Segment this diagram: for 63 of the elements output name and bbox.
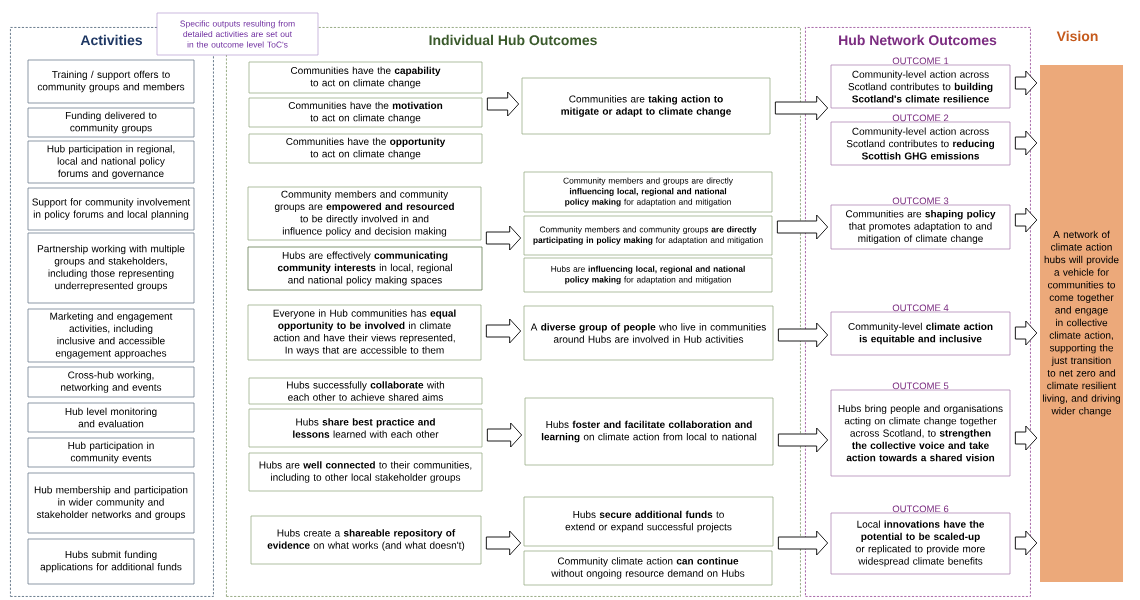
outcome-box: A diverse group of people who live in communities around Hubs are involved in Hub activities (523, 305, 774, 361)
column-heading: Vision (1056, 30, 1098, 42)
outcome-heading: OUTCOME 6 (892, 505, 949, 513)
outcome-heading: OUTCOME 1 (892, 57, 949, 65)
activity-box: Hub participation in community events (27, 437, 195, 468)
block-arrow (777, 322, 829, 348)
block-arrow (485, 530, 522, 556)
outcome-box: Communities have the capability to act on climate change (248, 61, 483, 94)
activity-box: Partnership working with multiple groups and stakeholders, including those representing underrepresented groups (27, 232, 195, 304)
outcome-heading: OUTCOME 2 (892, 114, 949, 122)
block-arrow (777, 427, 829, 453)
block-arrow (777, 530, 829, 556)
block-arrow (485, 318, 522, 344)
outcome-box: Community-level action across Scotland contributes to building Scotland's climate resilience (830, 64, 1011, 109)
outcome-box: Hubs are effectively communicating community interests in local, regional and national policy making spaces (247, 246, 483, 291)
activity-box: Support for community involvement in policy forums and local planning (27, 187, 195, 231)
activity-box: Hubs submit funding applications for additional funds (27, 538, 195, 585)
outcome-box: Hubs create a shareable repository of evidence on what works (and what doesn't) (250, 515, 482, 565)
outcome-box: Community members and community groups are directly participating in policy making for adaptation and mitigation (523, 215, 773, 256)
outcome-box: Hubs share best practice and lessons learned with each other (248, 408, 483, 448)
outcome-box: Community climate action can continue without ongoing resource demand on Hubs (523, 550, 773, 586)
block-arrow (1014, 70, 1038, 96)
vision-box: A network of climate action hubs will provide a vehicle for communities to come together and engage in collective climate action, supporting the just transition to net zero and climate resilient living, and driving wider change (1040, 65, 1123, 582)
outcome-box: Communities have the motivation to act on climate change (248, 97, 483, 128)
outcome-box: Hubs bring people and organisations acting on climate change together across Scotland, to strengthen the collective voice and take action towards a shared vision (830, 389, 1011, 477)
note-box: Specific outputs resulting from detailed activities are set out in the outcome level ToC's (156, 12, 319, 56)
outcome-box: Hubs foster and facilitate collaboration and learning on climate action from local to national (524, 397, 774, 466)
outcome-box: Communities are taking action to mitigate or adapt to climate change (521, 77, 771, 135)
outcome-box: Communities have the opportunity to act on climate change (248, 133, 483, 164)
block-arrow (776, 214, 829, 240)
block-arrow (485, 225, 522, 251)
activity-box: Cross-hub working, networking and events (27, 366, 195, 398)
block-arrow (486, 91, 520, 117)
block-arrow (1014, 425, 1038, 451)
column-heading: Hub Network Outcomes (839, 34, 997, 46)
block-arrow (1014, 320, 1038, 346)
outcome-box: Community-level climate action is equitable and inclusive (830, 311, 1011, 356)
column-heading: Individual Hub Outcomes (429, 34, 597, 46)
outcome-heading: OUTCOME 3 (892, 197, 949, 205)
outcome-box: Community members and groups are directly influencing local, regional and national policy making for adaptation and mitigation (523, 171, 773, 213)
activity-box: Funding delivered to community groups (27, 107, 195, 138)
activity-box: Hub participation in regional, local and national policy forums and governance (27, 140, 195, 184)
outcome-box: Hubs are influencing local, regional and national policy making for adaptation and mitigation (523, 257, 773, 293)
block-arrow (1014, 130, 1038, 156)
block-arrow (1014, 207, 1038, 233)
outcome-box: Community-level action across Scotland contributes to reducing Scottish GHG emissions (830, 121, 1011, 166)
activity-box: Marketing and engagement activities, including inclusive and accessible engagement approaches (27, 308, 195, 363)
activity-box: Hub membership and participation in wider community and stakeholder networks and groups (27, 472, 195, 534)
activity-box: Hub level monitoring and evaluation (27, 402, 195, 433)
outcome-heading: OUTCOME 5 (892, 382, 949, 390)
block-arrow (486, 422, 523, 448)
outcome-heading: OUTCOME 4 (892, 304, 949, 312)
block-arrow (1014, 530, 1038, 556)
activity-box: Training / support offers to community groups and members (27, 59, 195, 104)
outcome-box: Hubs successfully collaborate with each other to achieve shared aims (248, 377, 483, 405)
column-heading: Activities (80, 34, 143, 46)
outcome-box: Hubs are well connected to their communities, including to other local stakeholder groups (248, 452, 483, 492)
outcome-box: Local innovations have the potential to be scaled-up or replicated to provide more widespread climate benefits (830, 512, 1011, 575)
outcome-box: Hubs secure additional funds to extend or expand successful projects (523, 496, 774, 547)
outcome-box: Community members and community groups are empowered and resourced to be directly involved in and influence policy and decision making (247, 186, 482, 241)
outcome-box: Everyone in Hub communities has equal opportunity to be involved in climate action and have their views represented, In ways that are accessible to them (247, 304, 482, 361)
block-arrow (774, 95, 829, 121)
outcome-box: Communities are shaping policy that promotes adaptation to and mitigation of climate change (830, 204, 1011, 250)
